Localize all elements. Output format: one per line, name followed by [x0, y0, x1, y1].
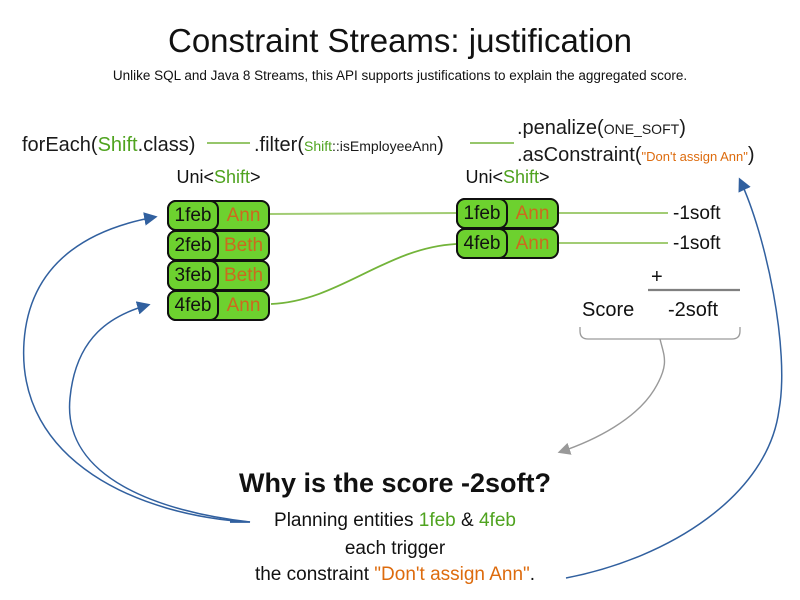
page-subtitle: Unlike SQL and Java 8 Streams, this API …: [112, 68, 688, 83]
code-filter-post: ): [437, 134, 444, 156]
code-penalize-post: ): [679, 117, 686, 139]
line3-pre: the constraint: [254, 564, 375, 585]
type-post: >: [539, 167, 550, 187]
right-stream-type-label: Uni<Shift>: [456, 167, 559, 188]
explanation-line-1: Planning entities 1feb & 4feb: [95, 510, 695, 532]
code-filter-method: ::isEmployeeAnn: [332, 138, 438, 154]
shift-employee: Ann: [226, 294, 261, 316]
shift-row-4feb-left: 4feb Ann: [167, 290, 270, 321]
shift-employee: Beth: [223, 234, 264, 256]
shift-row-4feb-right: 4feb Ann: [456, 228, 559, 259]
line3-constraint-quote: "Don't assign Ann": [374, 564, 530, 585]
line1-amp: &: [455, 510, 479, 531]
type-token: Shift: [213, 167, 251, 187]
line1-entity-1feb: 1feb: [418, 510, 456, 531]
code-asconstraint-post: ): [747, 144, 755, 166]
shift-date: 1feb: [167, 200, 219, 231]
score-total: -2soft: [668, 299, 719, 321]
code-foreach-class-token: Shift: [97, 134, 138, 156]
line1-entity-4feb: 4feb: [478, 510, 516, 531]
shift-row-1feb-right: 1feb Ann: [456, 198, 559, 229]
code-penalize-pre: .penalize(: [517, 117, 604, 139]
line1-pre: Planning entities: [274, 510, 419, 531]
shift-row-1feb-left: 1feb Ann: [167, 200, 270, 231]
shift-date: 4feb: [456, 228, 508, 259]
type-pre: Uni<: [176, 167, 214, 187]
connector-4feb-left-right: [270, 243, 457, 305]
explanation-line-2: each trigger: [344, 538, 446, 559]
code-asconstraint-pre: .asConstraint(: [517, 144, 642, 166]
shift-employee: Beth: [223, 264, 264, 286]
shift-row-2feb-left: 2feb Beth: [167, 230, 270, 261]
code-asconstraint: .asConstraint("Don't assign Ann"): [517, 144, 755, 167]
explanation-line-3: the constraint "Don't assign Ann".: [95, 564, 695, 586]
type-post: >: [250, 167, 261, 187]
score-bracket: [579, 327, 741, 340]
code-penalize: .penalize(ONE_SOFT): [517, 117, 686, 140]
type-pre: Uni<: [465, 167, 503, 187]
code-foreach-post: .class): [137, 134, 196, 156]
shift-date: 3feb: [167, 260, 219, 291]
gray-arrow-score-to-why: [557, 338, 666, 455]
code-penalize-arg: ONE_SOFT: [603, 121, 680, 137]
code-foreach: forEach(Shift.class): [22, 134, 195, 157]
shift-employee: Ann: [515, 202, 550, 224]
shift-date: 1feb: [456, 198, 508, 229]
type-token: Shift: [502, 167, 540, 187]
plus-sign: +: [651, 266, 663, 288]
shift-employee: Ann: [226, 204, 261, 226]
shift-employee: Ann: [515, 232, 550, 254]
code-foreach-pre: forEach(: [22, 134, 98, 156]
shift-date: 2feb: [167, 230, 219, 261]
explanation-heading: Why is the score -2soft?: [238, 468, 552, 498]
code-asconstraint-arg: "Don't assign Ann": [641, 149, 748, 164]
code-filter-class-token: Shift: [304, 138, 333, 154]
page-title: Constraint Streams: justification: [167, 22, 632, 59]
code-filter-pre: .filter(: [254, 134, 304, 156]
line3-post: .: [529, 564, 536, 585]
code-filter: .filter(Shift::isEmployeeAnn): [254, 134, 444, 157]
connector-1feb-left-right: [269, 212, 458, 215]
penalty-1feb: -1soft: [673, 203, 721, 224]
shift-row-3feb-left: 3feb Beth: [167, 260, 270, 291]
shift-date: 4feb: [167, 290, 219, 321]
penalty-4feb: -1soft: [673, 233, 721, 254]
left-stream-type-label: Uni<Shift>: [167, 167, 270, 188]
score-label: Score: [582, 299, 635, 321]
